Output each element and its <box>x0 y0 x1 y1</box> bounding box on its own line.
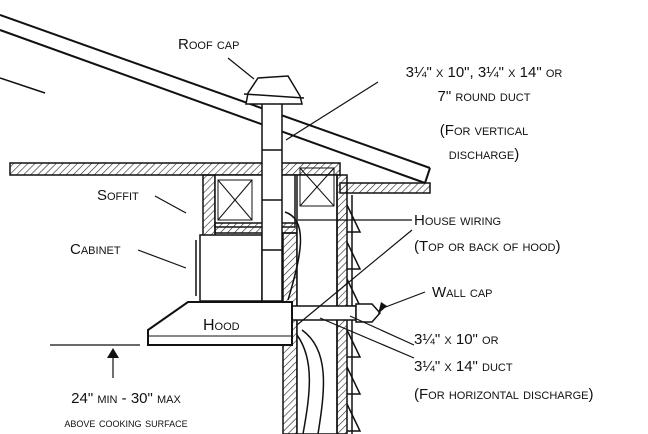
house-wiring-label-line2: (Top or back of hood) <box>414 238 561 255</box>
roof-cap-label: Roof cap <box>178 36 240 53</box>
horizontal-duct-label-line2: 3¼" x 14" duct <box>414 358 513 375</box>
house-wiring <box>284 211 325 434</box>
range-hood <box>147 301 293 346</box>
soffit-label: Soffit <box>97 187 139 204</box>
roof-cap <box>243 75 305 105</box>
horizontal-duct-label-line1: 3¼" x 10" or <box>414 331 499 348</box>
house-wiring-label-line1: House wiring <box>414 212 502 229</box>
arrowheads <box>107 302 387 358</box>
hood-label: Hood <box>203 317 240 334</box>
vertical-duct-label-line4: discharge) <box>448 146 520 163</box>
roof <box>0 14 431 184</box>
cabinet-label: Cabinet <box>70 241 121 258</box>
height-label-line2: above cooking surface <box>64 415 188 430</box>
leader-lines <box>50 57 426 378</box>
horizontal-duct <box>291 303 382 323</box>
vertical-duct-label-line1: 3¼" x 10", 3¼" x 14" or <box>405 64 563 81</box>
ceiling-eave <box>9 162 431 194</box>
vertical-duct-label-line3: (For vertical <box>439 122 529 139</box>
height-label-line1: 24" min - 30" max <box>71 390 181 407</box>
horizontal-duct-label-line3: (For horizontal discharge) <box>414 386 594 403</box>
vertical-duct-label-line2: 7" round duct <box>437 88 531 105</box>
wall-cap-label: Wall cap <box>432 284 493 301</box>
vertical-duct <box>261 102 283 302</box>
cabinet <box>195 234 263 302</box>
